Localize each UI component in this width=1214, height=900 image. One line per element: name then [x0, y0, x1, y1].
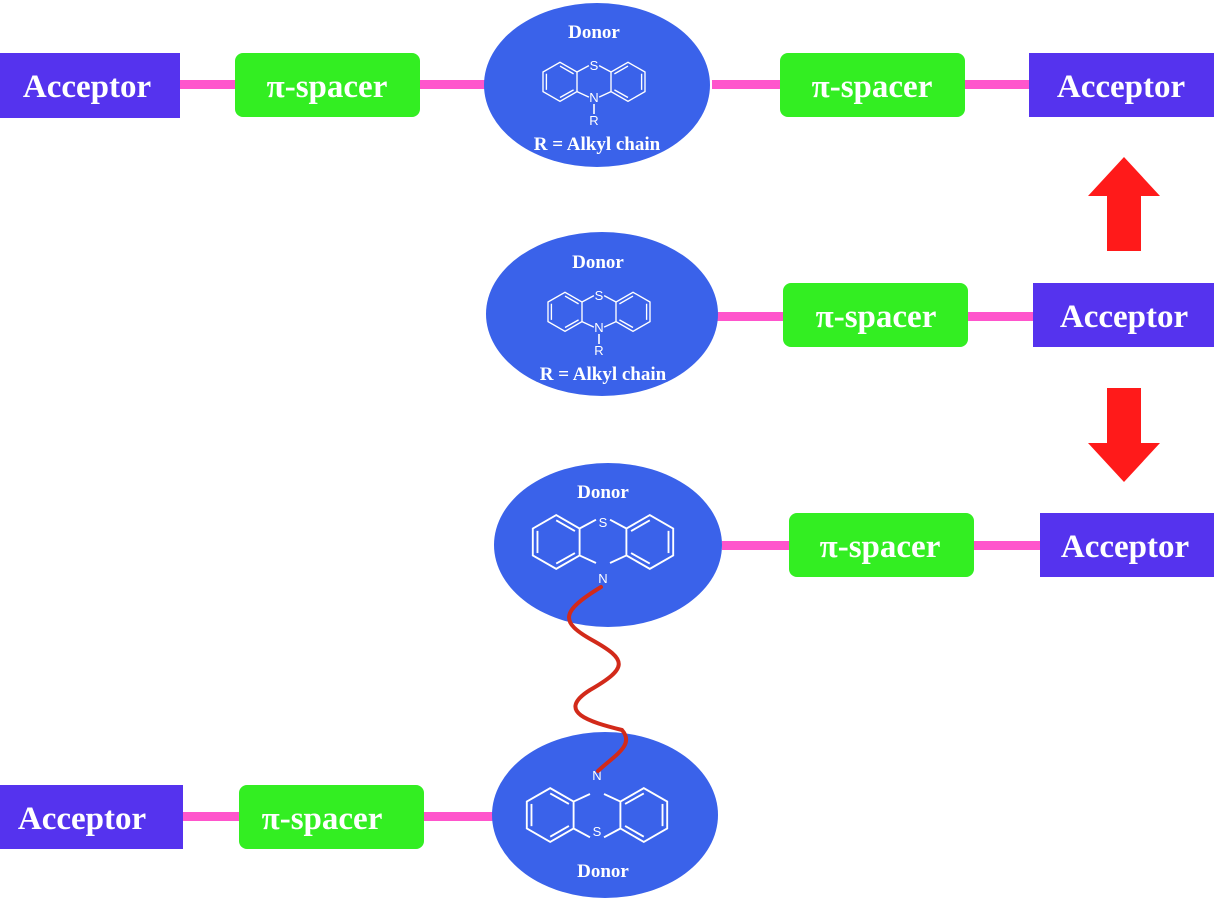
donor-label: Donor: [572, 252, 624, 273]
svg-text:N: N: [589, 90, 598, 105]
connector-line: [178, 80, 238, 89]
row-4-linked-d-pi-a-lower: Acceptor π-spacer N S Donor: [0, 732, 718, 898]
pi-spacer-label: π-spacer: [267, 69, 388, 105]
svg-text:R: R: [589, 113, 598, 128]
pi-spacer-box: [789, 513, 974, 577]
red-arrow-down-icon: [1088, 388, 1160, 482]
connector-line: [972, 541, 1042, 550]
connector-line: [422, 812, 494, 821]
svg-text:R: R: [594, 343, 603, 358]
acceptor-box: [1040, 513, 1214, 577]
svg-text:N: N: [598, 571, 607, 586]
svg-text:N: N: [594, 320, 603, 335]
connector-line: [722, 541, 792, 550]
donor-label: Donor: [577, 482, 629, 503]
pi-spacer-box: [239, 785, 424, 849]
wavy-alkyl-chain-icon: [567, 585, 629, 773]
phenothiazine-structure-icon: S N: [531, 514, 675, 586]
red-arrow-up-icon: [1088, 157, 1160, 251]
phenothiazine-structure-icon: S N R: [542, 58, 646, 128]
acceptor-box: [0, 53, 180, 118]
connector-line: [962, 80, 1032, 89]
donor-label: Donor: [577, 861, 629, 882]
acceptor-box: [0, 785, 183, 849]
pi-spacer-label: π-spacer: [812, 69, 933, 105]
donor-ellipse: [494, 463, 722, 627]
connector-line: [712, 80, 782, 89]
acceptor-label: Acceptor: [1057, 69, 1185, 105]
pi-spacer-box: [780, 53, 965, 117]
connector-line: [966, 312, 1036, 321]
svg-text:S: S: [595, 288, 604, 303]
pi-spacer-box: [235, 53, 420, 117]
donor-ellipse: [492, 732, 718, 898]
connector-line: [180, 812, 242, 821]
r-alkyl-chain-label: R = Alkyl chain: [540, 364, 667, 385]
row-2-d-pi-a: Donor S N R R = Alkyl chain π-spacer Acc…: [486, 232, 1214, 396]
phenothiazine-structure-icon: N S: [525, 768, 669, 843]
acceptor-label: Acceptor: [1060, 299, 1188, 335]
pi-spacer-box: [783, 283, 968, 347]
donor-ellipse: [486, 232, 718, 396]
pi-spacer-label: π-spacer: [262, 801, 383, 837]
acceptor-box: [1029, 53, 1214, 117]
acceptor-label: Acceptor: [1061, 529, 1189, 565]
connector-line: [418, 80, 486, 89]
donor-ellipse: [484, 3, 710, 167]
acceptor-box: [1033, 283, 1214, 347]
r-alkyl-chain-label: R = Alkyl chain: [534, 134, 661, 155]
svg-text:S: S: [593, 824, 602, 839]
svg-text:S: S: [590, 58, 599, 73]
acceptor-label: Acceptor: [18, 801, 146, 837]
row-1-symmetric-a-pi-d-pi-a: Acceptor π-spacer Donor S N R R = Alkyl …: [0, 3, 1214, 167]
donor-label: Donor: [568, 22, 620, 43]
pi-spacer-label: π-spacer: [820, 529, 941, 565]
pi-spacer-label: π-spacer: [816, 299, 937, 335]
phenothiazine-structure-icon: S N R: [547, 288, 651, 358]
svg-text:S: S: [599, 515, 608, 530]
row-3-linked-d-pi-a-upper: Donor S N π-spacer Acceptor: [494, 463, 1214, 627]
connector-line: [716, 312, 786, 321]
acceptor-label: Acceptor: [23, 69, 151, 105]
svg-text:N: N: [592, 768, 601, 783]
